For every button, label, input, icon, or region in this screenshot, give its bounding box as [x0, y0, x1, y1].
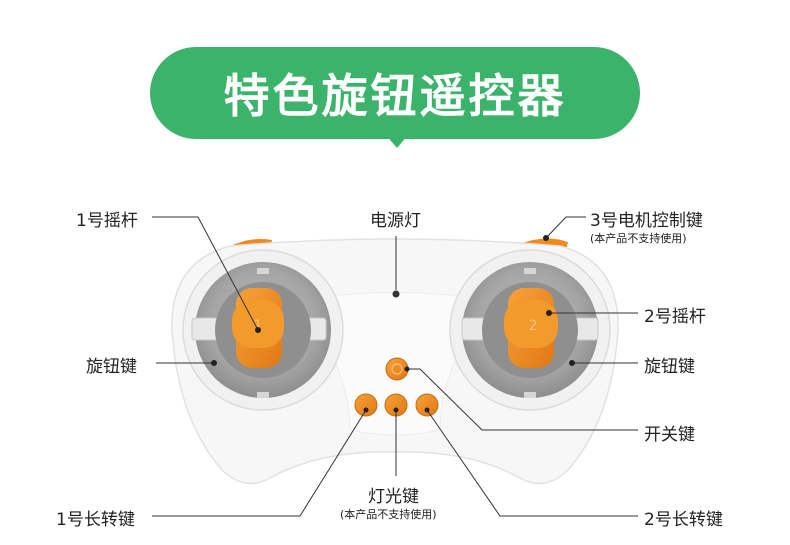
- turn-1-button[interactable]: [354, 393, 378, 417]
- label-joystick-2: 2号摇杆: [644, 307, 706, 327]
- label-light-key: 灯光键: [368, 487, 419, 507]
- banner-title: 特色旋钮遥控器: [223, 69, 567, 123]
- joystick-2[interactable]: 2: [504, 288, 558, 368]
- label-turn-1: 1号长转键: [56, 510, 135, 530]
- label-knob-left: 旋钮键: [86, 357, 137, 377]
- banner-pointer: [385, 134, 409, 148]
- label-power-light: 电源灯: [370, 211, 421, 231]
- label-motor-3: 3号电机控制键: [590, 211, 703, 231]
- label-light-key-note: (本产品不支持使用): [340, 508, 437, 521]
- leader-dots: [211, 235, 575, 413]
- label-joystick-1: 1号摇杆: [76, 211, 138, 231]
- label-motor-3-note: (本产品不支持使用): [590, 232, 687, 245]
- power-light-indicator: [392, 290, 400, 298]
- label-power-switch: 开关键: [644, 425, 695, 445]
- turn-2-button[interactable]: [415, 393, 439, 417]
- joystick-2-mark: 2: [529, 318, 538, 334]
- joystick-1-mark: 1: [254, 318, 263, 334]
- leader-lines: [152, 216, 638, 517]
- title-banner: 特色旋钮遥控器: [150, 47, 640, 139]
- label-knob-right: 旋钮键: [644, 357, 695, 377]
- power-icon: [391, 363, 403, 375]
- label-turn-2: 2号长转键: [644, 510, 723, 530]
